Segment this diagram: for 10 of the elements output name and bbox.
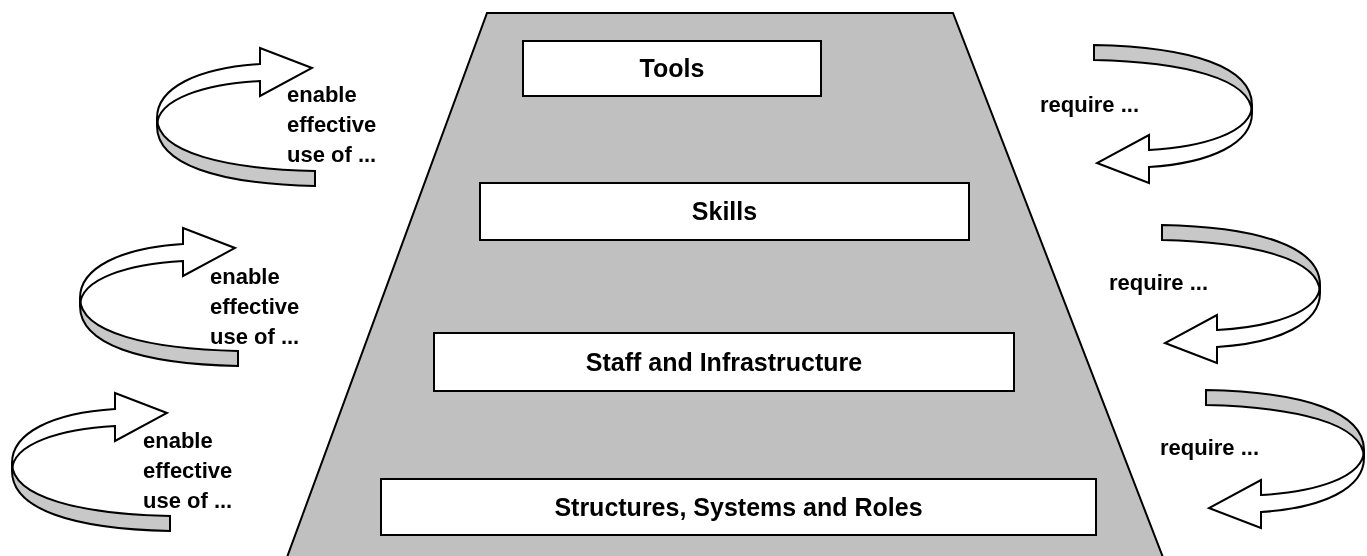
arrow-label: require ... bbox=[1160, 434, 1261, 462]
arrow-label: require ... bbox=[1040, 91, 1141, 119]
process-box: Skills bbox=[479, 182, 970, 241]
process-box: Staff and Infrastructure bbox=[433, 332, 1015, 392]
process-box: Structures, Systems and Roles bbox=[380, 478, 1097, 536]
process-box: Tools bbox=[522, 40, 822, 97]
arrow-label: enable effective use of ... bbox=[210, 263, 301, 351]
arrow-label: enable effective use of ... bbox=[287, 81, 378, 169]
arrow-label: require ... bbox=[1109, 269, 1210, 297]
arrow-label: enable effective use of ... bbox=[143, 427, 234, 515]
